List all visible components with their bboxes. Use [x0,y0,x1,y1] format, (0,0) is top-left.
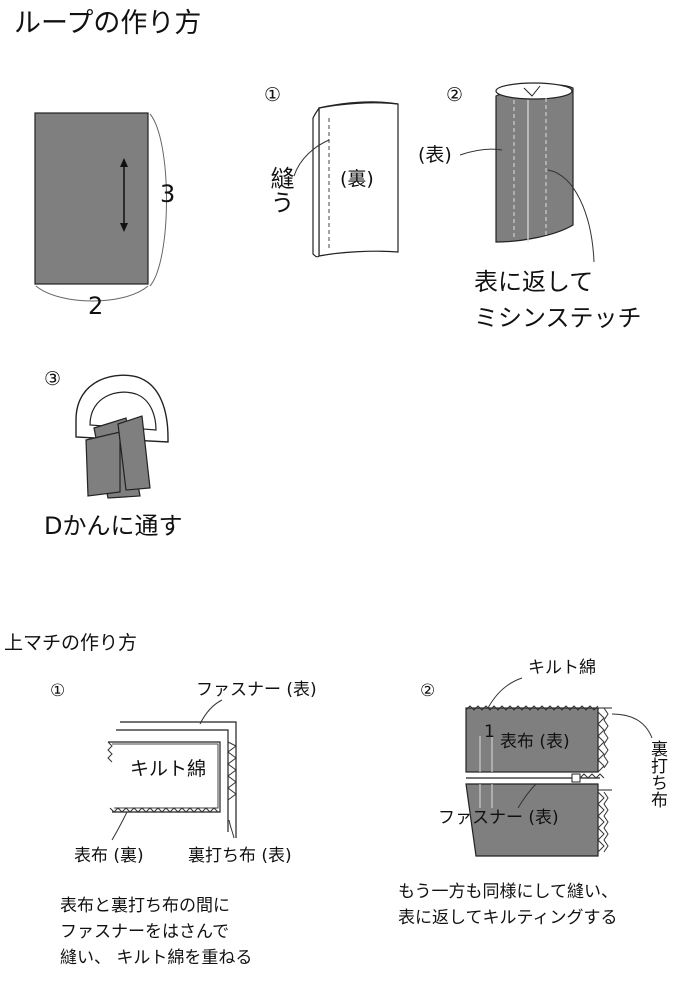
fabric-height-label: 3 [160,180,176,208]
step2-batting-leader [487,677,523,709]
loop-step1-side-label: (裏) [340,168,374,190]
gusset-step1-note-line2: ファスナーをはさんで [60,922,230,942]
gusset-step1-lining-label: 裏打ち布 (表) [188,846,292,866]
loop-through-d-ring [85,415,151,499]
loop-fabric-rect [34,112,149,285]
gusset-step1-zipper-label: ファスナー (表) [196,680,317,700]
loop-step3-caption: Dかんに通す [44,512,183,540]
gusset-step2-note-line1: もう一方も同様にして縫い、 [398,882,618,902]
step2-zipper-leader [517,783,537,809]
loop-step1-sew-label: 縫う [266,166,294,214]
gusset-section-title: 上マチの作り方 [4,632,138,654]
loop-section-title: ループの作り方 [14,8,202,39]
loop-step2-note-line2: ミシンステッチ [474,304,642,332]
fabric-width-label: 2 [88,292,104,320]
dimension-arc-width [35,285,149,302]
dimension-arc-height [149,113,167,287]
gusset-step1-note-line1: 表布と裏打ち布の間に [60,896,230,916]
gusset-step2-note-line2: 表に返してキルティングする [398,908,618,928]
gusset-step1-number: ① [50,681,66,701]
gusset-step2-batting-label: キルト綿 [528,658,596,678]
step1-lining-leader [228,819,235,839]
loop-step2-note-line1: 表に返して [474,268,594,296]
gusset-step1-outer-label: 表布 (裏) [74,846,144,866]
loop-step1-number: ① [264,84,282,106]
gusset-step2-top-panel [465,705,612,773]
gusset-step2-outer-label: 表布 (表) [500,732,570,752]
zipper-pull-icon [466,773,605,783]
loop-step2-tube [495,82,574,243]
gusset-step2-bottom-panel [465,783,612,857]
step2-right-side-leader [459,148,503,156]
gusset-step2-number: ② [420,681,436,701]
loop-step1-folded-fabric [312,101,399,258]
gusset-step1-batting-label: キルト綿 [130,758,207,780]
gusset-step1-note-line3: 縫い、 キルト綿を重ねる [60,948,253,968]
step1-zipper-leader [199,699,223,725]
sew-leader-line [293,139,330,177]
gusset-step2-zipper-label: ファスナー (表) [438,808,559,828]
gusset-step1-layers [107,721,237,838]
gusset-step2-measure-label: 1 [484,722,495,742]
grain-arrow-icon [120,158,128,232]
loop-step2-number: ② [446,84,464,106]
step2-stitch-leader [547,169,595,263]
loop-step2-side-label: (表) [418,144,452,166]
step2-lining-leader [611,713,653,739]
step1-outer-leader [111,811,128,841]
loop-step3-number: ③ [44,368,62,390]
quilting-lines [479,736,493,808]
gusset-step2-lining-label: 裏打ち布 [647,740,667,808]
